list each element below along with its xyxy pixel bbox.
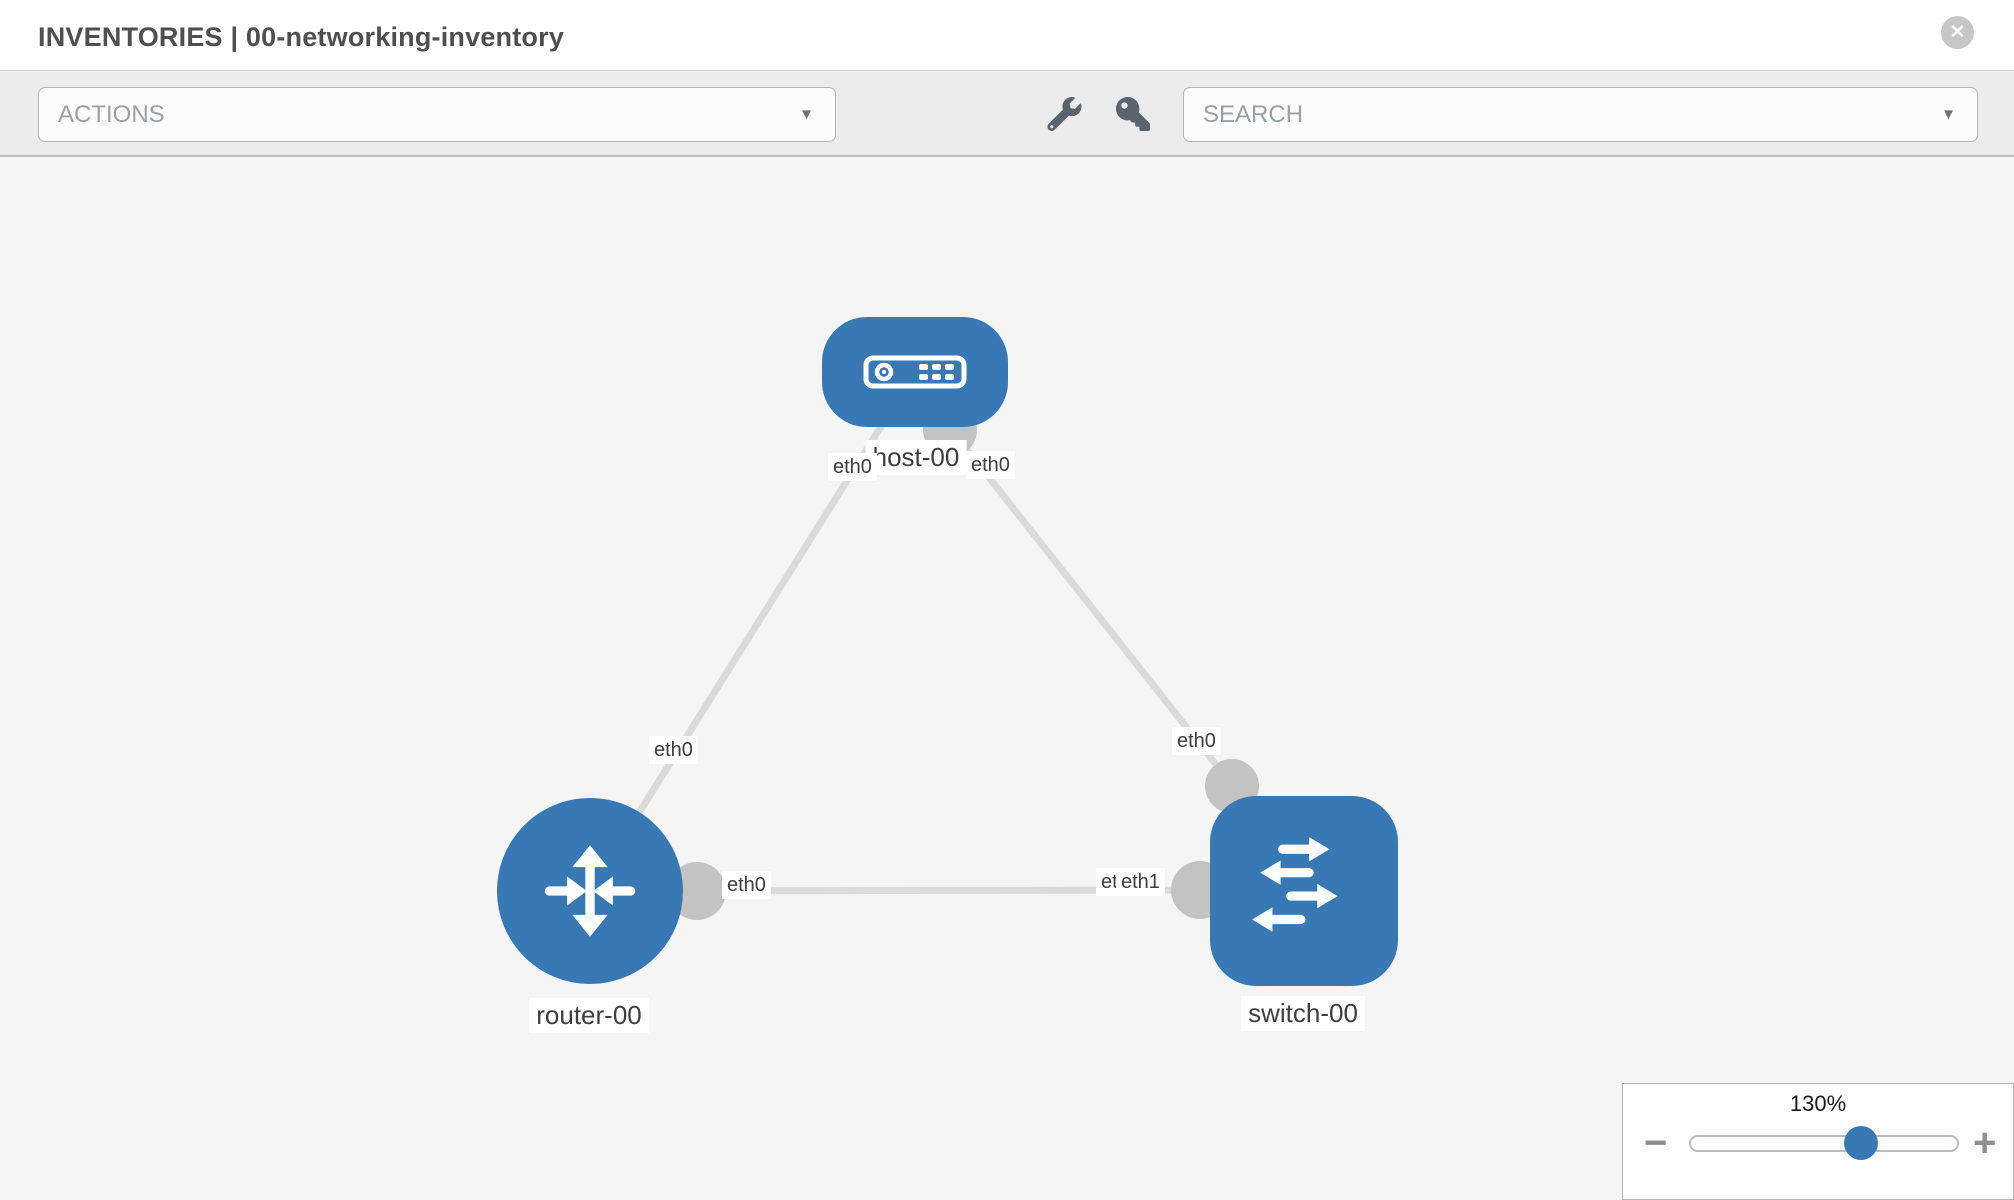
zoom-slider-track[interactable] bbox=[1689, 1135, 1959, 1152]
interface-label-host-right: eth0 bbox=[966, 451, 1015, 479]
header: INVENTORIES | 00-networking-inventory ✕ bbox=[0, 0, 2014, 71]
link-lines bbox=[587, 370, 1236, 895]
interface-label-router-up: eth0 bbox=[649, 736, 698, 764]
switch-icon bbox=[1252, 837, 1338, 932]
interface-label-router-right: eth0 bbox=[722, 871, 771, 899]
chevron-down-icon: ▼ bbox=[799, 106, 814, 123]
topology-canvas[interactable]: host-00 router-00 switch-00 eth0 eth0 et… bbox=[0, 157, 2014, 1200]
router-icon bbox=[544, 845, 636, 937]
node-label-switch: switch-00 bbox=[1241, 996, 1365, 1032]
wrench-icon bbox=[1047, 97, 1082, 131]
search-dropdown[interactable]: SEARCH ▼ bbox=[1183, 87, 1978, 142]
page-title: INVENTORIES | 00-networking-inventory bbox=[38, 22, 565, 52]
node-label-host: host-00 bbox=[865, 440, 967, 476]
node-switch-00[interactable] bbox=[1210, 796, 1398, 986]
node-host-00[interactable] bbox=[822, 317, 1008, 427]
actions-dropdown[interactable]: ACTIONS ▼ bbox=[38, 87, 836, 142]
zoom-in-button[interactable]: + bbox=[1973, 1121, 1997, 1165]
link-host-switch bbox=[942, 419, 1236, 789]
key-icon bbox=[1116, 97, 1150, 131]
actions-dropdown-label: ACTIONS bbox=[58, 101, 165, 128]
close-icon: ✕ bbox=[1949, 22, 1966, 43]
key-button[interactable] bbox=[1116, 97, 1150, 131]
node-router-00[interactable] bbox=[497, 798, 683, 984]
close-button[interactable]: ✕ bbox=[1941, 16, 1974, 49]
node-label-router: router-00 bbox=[529, 998, 649, 1034]
zoom-out-button[interactable]: − bbox=[1644, 1121, 1668, 1165]
search-placeholder: SEARCH bbox=[1203, 101, 1304, 128]
interface-label-switch-top: eth0 bbox=[1172, 727, 1221, 755]
zoom-control: 130% − + bbox=[1622, 1083, 2014, 1200]
toolbar: ACTIONS ▼ SEARCH ▼ bbox=[0, 72, 2014, 157]
chevron-down-icon: ▼ bbox=[1941, 106, 1956, 123]
zoom-slider-thumb[interactable] bbox=[1844, 1126, 1878, 1160]
interface-label-host-left: eth0 bbox=[828, 453, 877, 481]
zoom-level-value: 130% bbox=[1789, 1091, 1847, 1116]
server-icon bbox=[863, 355, 967, 389]
wrench-button[interactable] bbox=[1046, 97, 1083, 131]
interface-label-switch-left-eth1: eth1 bbox=[1116, 868, 1165, 896]
